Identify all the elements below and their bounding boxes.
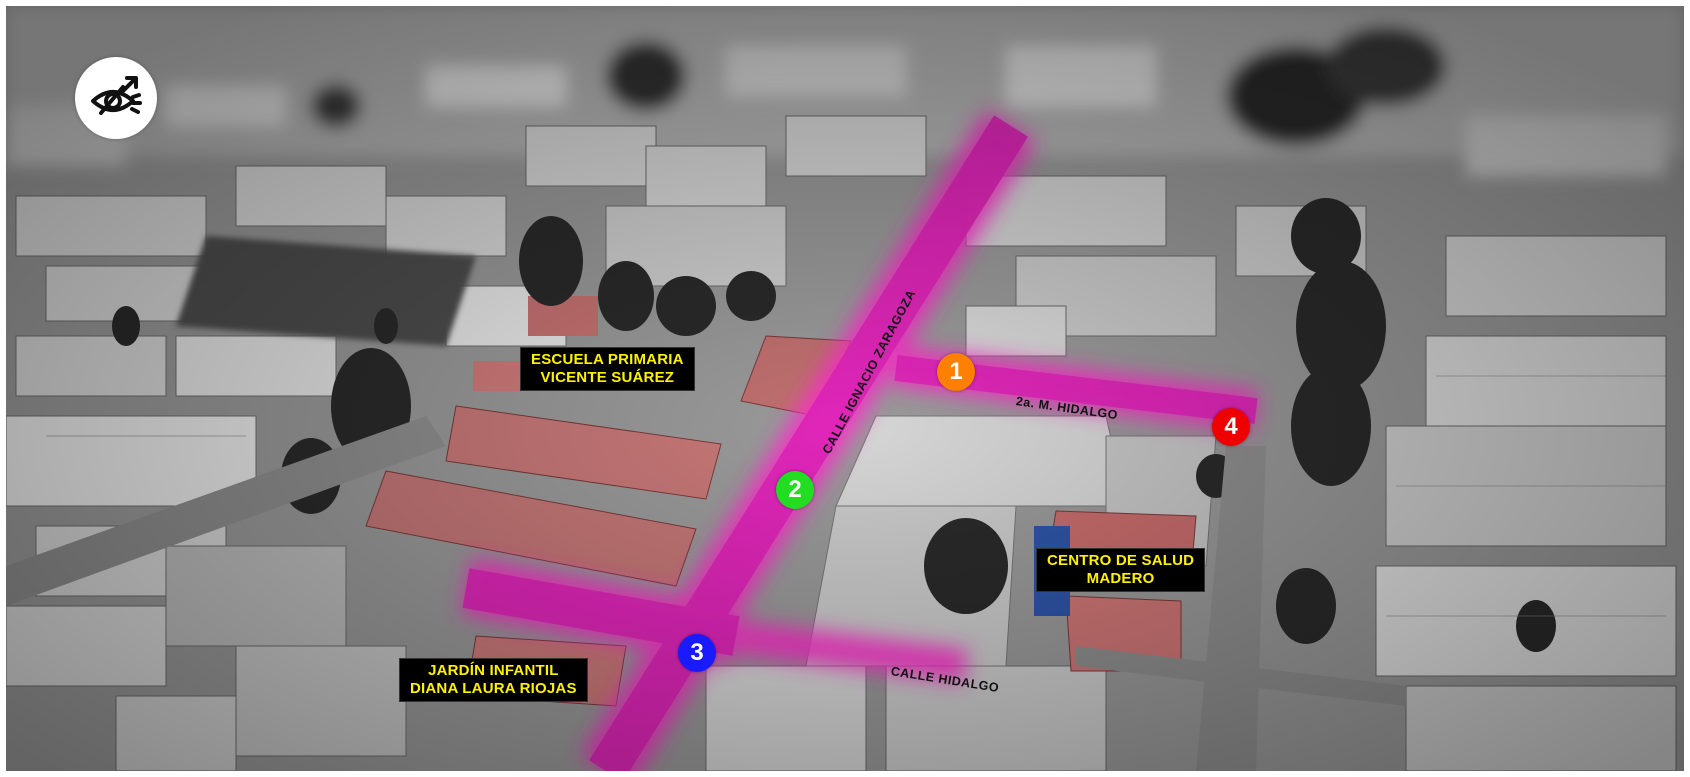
label-centro-de-salud: CENTRO DE SALUD MADERO — [1036, 548, 1206, 592]
label-line: JARDÍN INFANTIL — [428, 662, 559, 679]
eye-logo — [75, 57, 157, 139]
label-escuela-primaria: ESCUELA PRIMARIA VICENTE SUÁREZ — [520, 347, 695, 391]
map-marker-3[interactable]: 3 — [678, 634, 716, 672]
aerial-photo — [6, 6, 1684, 771]
label-jardin-infantil: JARDÍN INFANTIL DIANA LAURA RIOJAS — [399, 658, 588, 702]
label-line: CENTRO DE SALUD — [1047, 552, 1195, 569]
eye-arrow-logo-icon — [91, 76, 142, 115]
map-marker-2[interactable]: 2 — [776, 471, 814, 509]
label-line: VICENTE SUÁREZ — [540, 369, 675, 386]
map-marker-4[interactable]: 4 — [1212, 408, 1250, 446]
map-marker-1[interactable]: 1 — [937, 353, 975, 391]
label-line: DIANA LAURA RIOJAS — [410, 680, 577, 697]
label-line: MADERO — [1086, 570, 1155, 587]
label-line: ESCUELA PRIMARIA — [531, 351, 684, 368]
aerial-map: ESCUELA PRIMARIA VICENTE SUÁREZ CENTRO D… — [6, 6, 1684, 771]
